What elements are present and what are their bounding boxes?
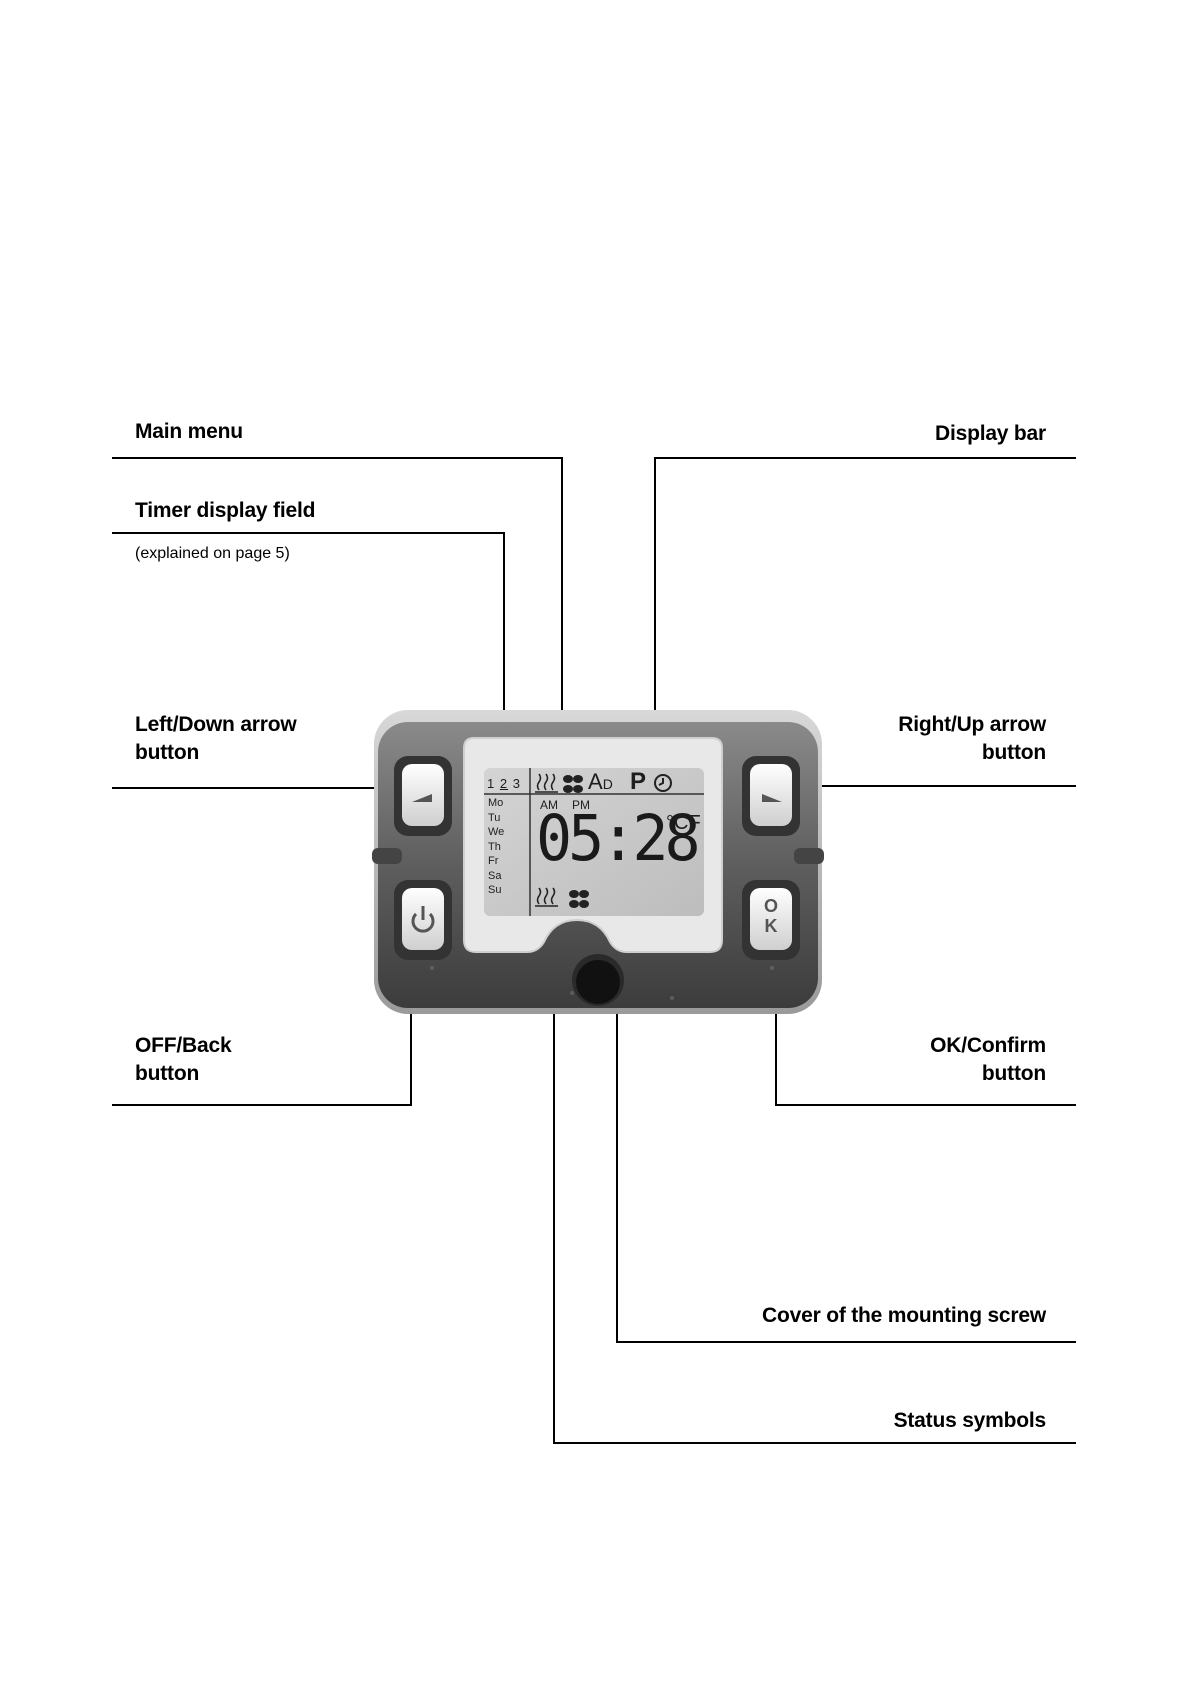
label-right-up-line1: Right/Up arrow [898,711,1046,739]
ok-letter-o: O [750,888,792,916]
label-display-bar: Display bar [935,420,1046,448]
fan-icon [562,773,584,795]
weekday-mo: Mo [488,796,504,811]
heater-icon [534,772,560,794]
label-status-symbols: Status symbols [894,1407,1046,1435]
label-off-back-line1: OFF/Back [135,1032,231,1060]
control-panel-device: O K 1 2 3 Mo Tu We Th Fr Sa Su [372,708,824,1018]
timer-slot-3: 3 [513,776,521,791]
power-icon [402,888,444,950]
weekday-su: Su [488,883,504,898]
status-heater-icon [534,886,560,908]
weekday-th: Th [488,840,504,855]
label-left-down-line1: Left/Down arrow [135,711,297,739]
label-off-back-line2: button [135,1060,199,1088]
label-left-down-line2: button [135,739,199,767]
label-timer-display-field: Timer display field [135,497,315,525]
label-right-up-line2: button [982,739,1046,767]
weekday-tu: Tu [488,811,504,826]
mode-d: D [603,776,613,792]
program-indicator: P [630,768,646,796]
lcd-display: 1 2 3 Mo Tu We Th Fr Sa Su AD [484,768,704,916]
mode-auto-indicator: AD [588,769,613,795]
weekday-list: Mo Tu We Th Fr Sa Su [488,796,504,898]
label-timer-note: (explained on page 5) [135,544,290,564]
label-ok-confirm-line2: button [982,1060,1046,1088]
right-up-arrow-button[interactable] [750,764,792,826]
timer-slot-1: 1 [487,776,495,791]
timer-display-field: 1 2 3 [487,776,521,791]
weekday-fr: Fr [488,854,504,869]
weekday-we: We [488,825,504,840]
clock-icon [652,772,674,794]
label-cover-screw: Cover of the mounting screw [762,1302,1046,1330]
label-main-menu: Main menu [135,418,243,446]
arrow-left-icon [402,764,444,826]
left-down-arrow-button[interactable] [402,764,444,826]
timer-slot-2: 2 [500,776,508,791]
ok-letter-k: K [750,916,792,936]
status-fan-icon [568,888,590,910]
label-ok-confirm-line1: OK/Confirm [930,1032,1046,1060]
weekday-sa: Sa [488,869,504,884]
off-back-button[interactable] [402,888,444,950]
mounting-screw-cover [572,954,624,1006]
ok-confirm-button[interactable]: O K [750,888,792,950]
units-indicator: °CF [666,812,701,835]
arrow-right-icon [750,764,792,826]
mode-a: A [588,769,603,794]
